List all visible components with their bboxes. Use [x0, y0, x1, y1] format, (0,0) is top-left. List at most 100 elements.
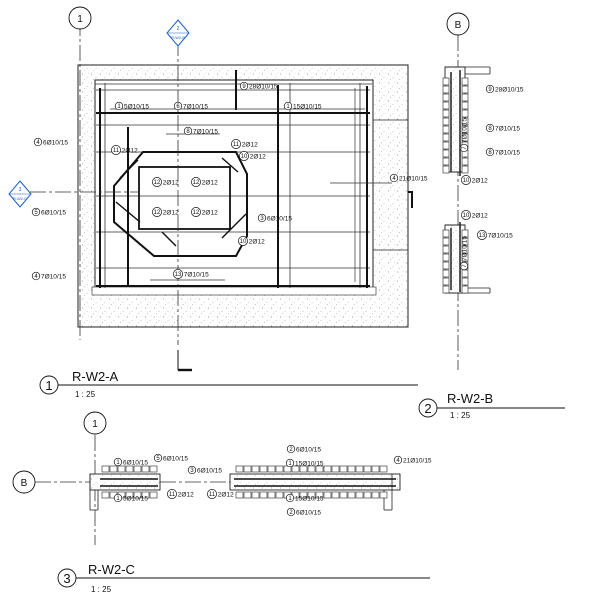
bar-section-box: [259, 465, 268, 473]
bar-section-box: [461, 229, 469, 238]
svg-text:7Ø10/15: 7Ø10/15: [495, 125, 520, 132]
svg-text:1: 1: [45, 378, 52, 393]
bar-section-box: [267, 465, 276, 473]
svg-text:15Ø10/15: 15Ø10/15: [295, 495, 324, 502]
bar-section-box: [347, 491, 356, 499]
svg-text:12: 12: [193, 210, 200, 216]
svg-text:2Ø12: 2Ø12: [249, 238, 265, 245]
svg-text:12: 12: [154, 210, 161, 216]
svg-text:7Ø10/15: 7Ø10/15: [193, 128, 218, 135]
svg-text:1 : 25: 1 : 25: [450, 411, 471, 420]
svg-text:6: 6: [176, 104, 180, 110]
svg-text:7Ø10/15: 7Ø10/15: [488, 232, 513, 239]
wall-c-right: [229, 473, 401, 491]
svg-text:11: 11: [209, 492, 216, 498]
svg-text:1: 1: [116, 496, 120, 502]
svg-text:8: 8: [186, 129, 190, 135]
section-tag-left[interactable]: 3 R-W2-C: [8, 180, 32, 208]
svg-text:2: 2: [177, 26, 180, 32]
bar-section-box: [461, 157, 469, 166]
svg-text:10: 10: [240, 239, 247, 245]
bar-section-box: [442, 149, 450, 158]
bar-section-box: [125, 465, 134, 473]
svg-text:R-W2-C: R-W2-C: [88, 562, 135, 577]
bar-section-box: [442, 141, 450, 150]
svg-text:1: 1: [286, 104, 290, 110]
bar-section-box: [133, 465, 142, 473]
svg-text:7: 7: [462, 146, 468, 150]
svg-text:12: 12: [193, 180, 200, 186]
bar-section-box: [442, 93, 450, 102]
dimension-lines: [95, 83, 372, 282]
svg-text:2Ø12: 2Ø12: [163, 179, 179, 186]
svg-text:7: 7: [462, 264, 468, 268]
svg-text:1: 1: [288, 461, 292, 467]
bar-section-box: [442, 253, 450, 262]
svg-text:1 : 25: 1 : 25: [75, 390, 96, 399]
bar-section-box: [461, 117, 469, 126]
grid-bubble-1-c: 1: [83, 411, 107, 435]
bar-section-box: [275, 465, 284, 473]
bar-section-box: [267, 491, 276, 499]
bar-section-box: [251, 465, 260, 473]
svg-text:11: 11: [233, 142, 240, 148]
svg-text:21Ø10/15: 21Ø10/15: [403, 457, 432, 464]
bar-section-box: [355, 491, 364, 499]
svg-text:10: 10: [463, 213, 470, 219]
svg-text:2Ø12: 2Ø12: [163, 209, 179, 216]
bar-section-box: [442, 237, 450, 246]
bar-section-box: [323, 491, 332, 499]
bar-section-box: [461, 133, 469, 142]
bar-section-box: [442, 109, 450, 118]
svg-text:3: 3: [19, 187, 22, 193]
svg-text:1 : 25: 1 : 25: [91, 585, 112, 594]
bar-section-box: [442, 157, 450, 166]
bar-section-box: [461, 245, 469, 254]
svg-text:11: 11: [113, 148, 120, 154]
svg-text:28Ø10/15: 28Ø10/15: [495, 86, 524, 93]
bar-section-box: [339, 491, 348, 499]
svg-text:2Ø12: 2Ø12: [202, 179, 218, 186]
bar-section-box: [461, 85, 469, 94]
bar-section-box: [442, 77, 450, 86]
section-tag-top[interactable]: 2 R-W2-B: [166, 19, 190, 47]
bar-section-box: [339, 465, 348, 473]
bar-section-box: [315, 465, 324, 473]
svg-text:6Ø10/15: 6Ø10/15: [123, 459, 148, 466]
bar-section-box: [101, 465, 110, 473]
bar-section-box: [141, 491, 150, 499]
svg-text:10: 10: [241, 154, 248, 160]
bar-section-box: [109, 465, 118, 473]
svg-text:1: 1: [117, 104, 121, 110]
bar-section-box: [347, 465, 356, 473]
bar-section-box: [379, 465, 388, 473]
bar-section-box: [442, 229, 450, 238]
bar-section-box: [307, 465, 316, 473]
bar-section-box: [355, 465, 364, 473]
bar-section-box: [442, 101, 450, 110]
svg-text:1: 1: [116, 460, 120, 466]
svg-text:9: 9: [242, 84, 246, 90]
bar-section-box: [125, 491, 134, 499]
bar-section-box: [149, 465, 158, 473]
bar-section-box: [141, 465, 150, 473]
bar-section-box: [299, 465, 308, 473]
bar-section-box: [235, 491, 244, 499]
bar-section-box: [461, 101, 469, 110]
svg-text:2Ø12: 2Ø12: [178, 491, 194, 498]
svg-text:7Ø10/15: 7Ø10/15: [184, 271, 209, 278]
bar-section-box: [442, 133, 450, 142]
bar-section-box: [275, 491, 284, 499]
svg-text:10: 10: [463, 178, 470, 184]
svg-text:15Ø10/15: 15Ø10/15: [293, 103, 322, 110]
